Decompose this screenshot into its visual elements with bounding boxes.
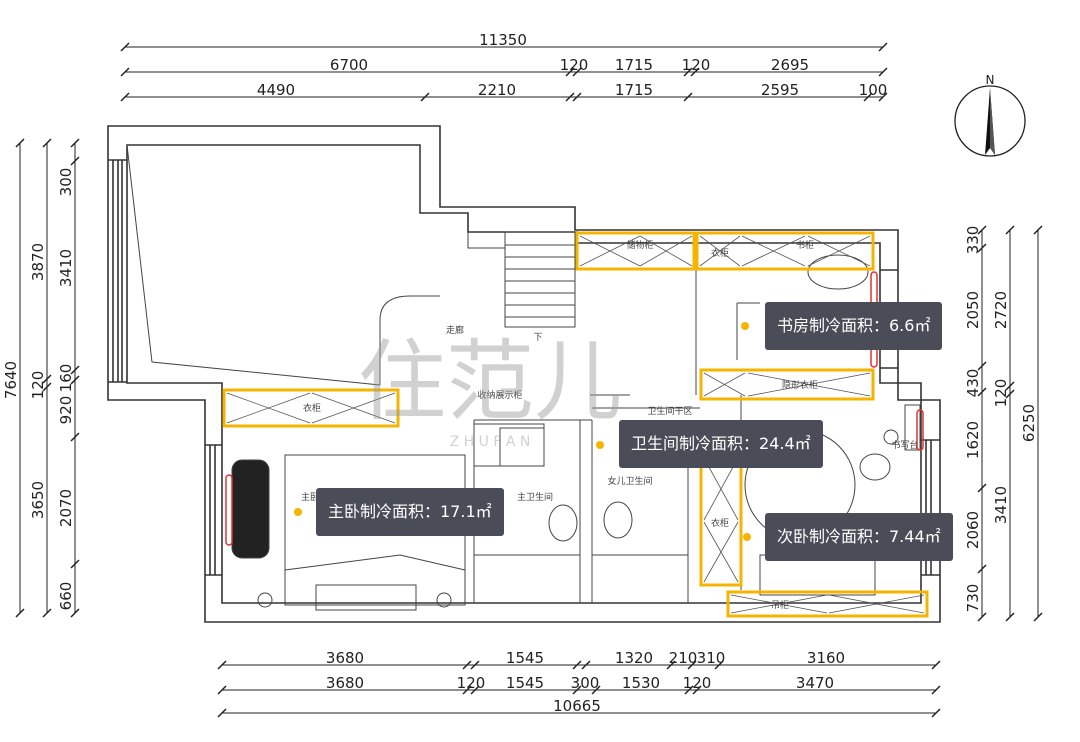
dim-left-total: 7640 <box>2 361 20 399</box>
dim-top-r2-3: 1715 <box>615 56 653 74</box>
callout-dot-study <box>741 322 749 330</box>
dim-bottom-r2-1: 3680 <box>326 674 364 692</box>
bottom-dimension-labels: 3680 1545 1320 210 310 3160 3680 120 154… <box>326 649 845 715</box>
dim-top-r2-1: 6700 <box>330 56 368 74</box>
dim-bottom-r2-6: 120 <box>683 674 712 692</box>
label-display-cabinet: 收纳展示柜 <box>477 389 522 401</box>
dim-right-i2: 2050 <box>964 291 982 329</box>
right-dimensions <box>977 225 1043 622</box>
dim-right-i1: 330 <box>964 226 982 255</box>
callout-dot-second <box>743 533 751 541</box>
dim-bottom-total: 10665 <box>553 697 601 715</box>
watermark-logo: 住范儿 <box>358 330 622 433</box>
dim-right-i3: 430 <box>964 369 982 398</box>
dim-bottom-r2-4: 300 <box>571 674 600 692</box>
compass-north-label: N <box>986 73 995 87</box>
label-kids-bath: 女儿卫生间 <box>607 475 652 487</box>
label-master-wardrobe: 衣柜 <box>303 402 321 414</box>
dim-top-total: 11350 <box>479 31 527 49</box>
cabinet-storage <box>575 231 696 271</box>
dim-right-total: 6250 <box>1020 404 1038 442</box>
callout-second-area: 次卧制冷面积：7.44㎡ <box>765 513 953 561</box>
label-storage-cabinet: 储物柜 <box>626 239 653 251</box>
dim-left-m3: 3650 <box>29 481 47 519</box>
dim-left-m2: 120 <box>29 371 47 400</box>
top-dimension-labels: 11350 6700 120 1715 120 2695 4490 2210 1… <box>257 31 887 99</box>
dim-bottom-r1-2: 1545 <box>506 649 544 667</box>
callout-dot-master <box>294 508 302 516</box>
room-labels: 储物柜 衣柜 书柜 走廊 下 衣柜 收纳展示柜 卫生间干区 主卧 主卫生间 女儿… <box>301 239 919 611</box>
dim-right-m1: 2720 <box>992 291 1010 329</box>
label-bookshelf: 书柜 <box>796 239 814 251</box>
cabinet-study-row <box>695 231 875 271</box>
dim-top-r2-4: 120 <box>682 56 711 74</box>
watermark-subtext: Z H U F A N <box>450 434 531 450</box>
dim-bottom-r2-7: 3470 <box>796 674 834 692</box>
label-stair-down: 下 <box>533 333 542 343</box>
right-dimension-labels: 330 2050 430 1620 2060 730 2720 120 3410… <box>964 226 1038 613</box>
dim-top-r3-4: 2595 <box>761 81 799 99</box>
cabinet-outlines <box>222 231 929 618</box>
callout-study-area: 书房制冷面积：6.6㎡ <box>765 302 943 350</box>
label-public-bath: 卫生间干区 <box>647 405 692 417</box>
label-master-bedroom: 主卧 <box>301 491 319 503</box>
dim-bottom-r2-3: 1545 <box>506 674 544 692</box>
label-study-wardrobe: 衣柜 <box>711 247 729 259</box>
cabinet-hanging <box>726 590 929 618</box>
dim-top-r3-2: 2210 <box>478 81 516 99</box>
dim-right-i6: 730 <box>964 584 982 613</box>
callout-dot-bathroom <box>596 441 604 449</box>
label-hanging-cabinet: 吊柜 <box>771 599 789 611</box>
dim-bottom-r2-5: 1530 <box>622 674 660 692</box>
walls <box>107 125 941 623</box>
dim-top-r3-1: 4490 <box>257 81 295 99</box>
cabinet-hatching <box>226 235 925 614</box>
callout-master-area: 主卧制冷面积：17.1㎡ <box>316 488 504 536</box>
label-master-bath: 主卫生间 <box>517 491 553 503</box>
dim-left-m1: 3870 <box>29 243 47 281</box>
north-compass: N <box>954 73 1026 157</box>
cabinet-hidden-wardrobe <box>699 368 875 401</box>
label-corridor: 走廊 <box>446 324 464 336</box>
dim-bottom-r1-3: 1320 <box>615 649 653 667</box>
dim-left-i2: 3410 <box>57 249 75 287</box>
label-second-wardrobe: 衣柜 <box>711 517 729 529</box>
label-hidden-wardrobe: 隐形衣柜 <box>782 379 818 391</box>
label-desk: 书写台 <box>891 439 918 451</box>
cabinet-master-wardrobe <box>222 388 400 428</box>
dim-right-i4: 1620 <box>964 421 982 459</box>
dim-bottom-r1-1: 3680 <box>326 649 364 667</box>
dim-top-r3-3: 1715 <box>615 81 653 99</box>
dim-bottom-r1-6: 3160 <box>807 649 845 667</box>
dim-left-i3: 160 <box>57 364 75 393</box>
dim-left-i6: 660 <box>57 582 75 611</box>
dim-top-r3-5: 100 <box>859 81 888 99</box>
dim-bottom-r1-4: 210 <box>669 649 698 667</box>
dim-right-m3: 3410 <box>992 486 1010 524</box>
dim-left-i4: 920 <box>57 396 75 425</box>
dim-right-m2: 120 <box>992 379 1010 408</box>
left-dimensions <box>15 138 80 618</box>
dim-top-r2-2: 120 <box>560 56 589 74</box>
callout-bathroom-area: 卫生间制冷面积：24.4㎡ <box>619 420 823 468</box>
top-dimensions <box>120 42 888 102</box>
dim-left-i5: 2070 <box>57 489 75 527</box>
bottom-dimensions <box>217 660 941 718</box>
dim-left-i1: 300 <box>57 168 75 197</box>
dim-bottom-r2-2: 120 <box>457 674 486 692</box>
dim-right-i5: 2060 <box>964 511 982 549</box>
dim-top-r2-5: 2695 <box>771 56 809 74</box>
interior-lines <box>126 144 921 611</box>
watermark: 住范儿 Z H U F A N <box>358 330 622 450</box>
dim-bottom-r1-5: 310 <box>697 649 726 667</box>
left-dimension-labels: 7640 3870 120 3650 300 3410 160 920 2070… <box>2 168 75 611</box>
